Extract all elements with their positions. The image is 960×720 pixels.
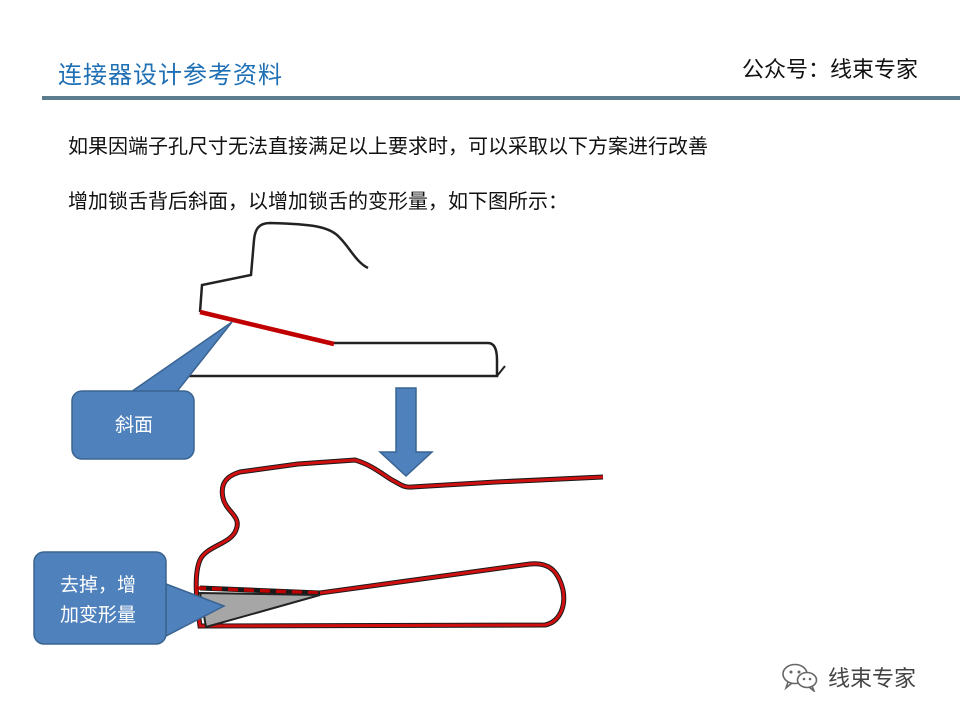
slide-title: 连接器设计参考资料 bbox=[58, 61, 283, 89]
latch-profile-original bbox=[185, 221, 506, 378]
callout-slope bbox=[71, 321, 233, 460]
callout-remove-label: 去掉，增 加变形量 bbox=[36, 570, 160, 630]
removed-material-wedge bbox=[198, 591, 321, 629]
callout-remove bbox=[33, 551, 226, 645]
removed-slope-dashed-line bbox=[195, 586, 321, 595]
body-text-line-2: 增加锁舌背后斜面，以增加锁舌的变形量，如下图所示： bbox=[68, 189, 568, 213]
slope-highlight-line bbox=[199, 309, 335, 347]
down-arrow bbox=[378, 387, 434, 478]
callout-slope-label: 斜面 bbox=[114, 414, 153, 436]
body-text-line-1: 如果因端子孔尺寸无法直接满足以上要求时，可以采取以下方案进行改善 bbox=[68, 134, 708, 158]
callout-remove-label-line-1: 去掉，增 bbox=[59, 574, 136, 596]
wechat-icon bbox=[782, 663, 818, 692]
latch-profile-modified bbox=[193, 457, 604, 629]
watermark: 线束专家 bbox=[780, 662, 916, 692]
header-divider bbox=[42, 96, 960, 100]
watermark-text: 线束专家 bbox=[828, 667, 917, 692]
account-label: 公众号：线束专家 bbox=[741, 58, 918, 83]
callout-remove-label-line-2: 加变形量 bbox=[59, 604, 136, 626]
